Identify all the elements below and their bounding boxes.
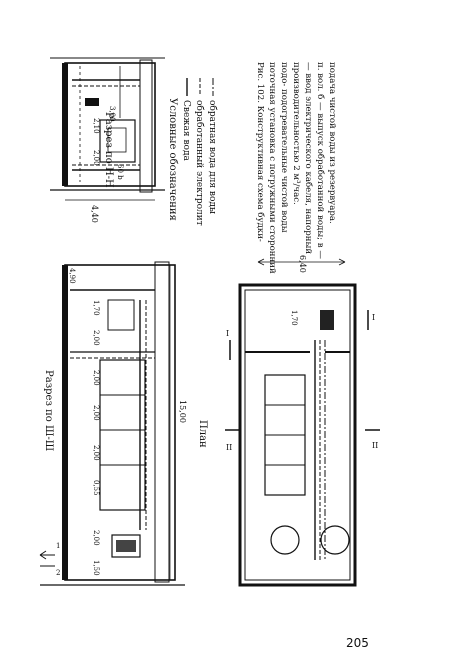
section-hh-dim-3: 3,00 [108, 106, 116, 122]
caption-line-2: поточная установка с погружными сторонни… [267, 62, 277, 274]
section-ii-dim-1: 4,90 [68, 268, 76, 284]
caption-line-4: производительностью 2 м³/час. [291, 62, 301, 205]
section-ii-label-2: 2 [56, 569, 60, 577]
section-hh-dim-1: 2,00 [92, 150, 100, 166]
plan-marker-ii-left: II [226, 443, 232, 452]
section-ii-dim-7: 1,70 [92, 300, 100, 316]
section-ii-dim-4: 2,00 [92, 405, 100, 421]
section-ii-dim-6: 2,00 [92, 330, 100, 346]
page-number: 205 [346, 636, 369, 650]
section-ii-drawing: 4,90 0,55 2,00 2,00 2,00 2,00 1,70 15,00… [39, 261, 187, 586]
section-hh-dim-4: 60 b [116, 164, 124, 180]
legend-item-fresh-water: Свежая вода [181, 100, 191, 161]
plan-dim-1: 1,70 [290, 310, 298, 326]
section-ii-dim-8: 15,00 [178, 400, 187, 423]
plan-title: План [197, 420, 208, 448]
section-hh-title: Разрез по Н-Н [103, 112, 114, 188]
section-ii-dim-10: 1,50 [92, 560, 100, 576]
section-hh-dim-2: 2,10 [92, 118, 100, 134]
caption-line-3: подо- подогревательные чистой воды [279, 62, 289, 233]
plan-drawing: План 6,40 1,70 I I II II [197, 255, 380, 587]
section-ii-title: Разрез по Ш-Ш [43, 370, 54, 451]
section-ii-dim-3: 2,00 [92, 445, 100, 461]
caption-line-7: подача чистой воды из резервуара. [327, 62, 337, 224]
figure-caption: Рис. 102. Конструктивная схема будки- по… [255, 62, 337, 274]
plan-dim-2: 6,40 [298, 255, 307, 273]
plan-marker-i-right: I [372, 313, 375, 322]
caption-line-5: — ввод электрического кабеля, напорный [303, 62, 314, 254]
section-hh-dim-5: 4,40 [90, 205, 99, 223]
caption-line-6: п. вол. б — выпуск обработанной воды; в … [315, 62, 326, 259]
plan-marker-ii-right: II [372, 441, 378, 450]
plan-marker-i-left: I [226, 329, 229, 338]
legend-item-return-water: обратная вода для воды [207, 100, 218, 214]
section-ii-dim-5: 2,00 [92, 370, 100, 386]
legend-item-electrolyte: обработанный электролит [194, 100, 205, 226]
legend-title: Условные обозначения [167, 98, 178, 221]
section-hh-drawing: 2,00 2,10 3,00 60 b 4,40 Разрез по Н-Н [50, 57, 165, 223]
caption-line-1: Рис. 102. Конструктивная схема будки- [255, 62, 266, 242]
section-ii-label-1: 1 [56, 542, 60, 550]
legend: Условные обозначения Свежая вода обработ… [167, 78, 218, 226]
section-ii-dim-2: 0,55 [92, 480, 100, 496]
section-ii-dim-9: 2,00 [92, 530, 100, 546]
